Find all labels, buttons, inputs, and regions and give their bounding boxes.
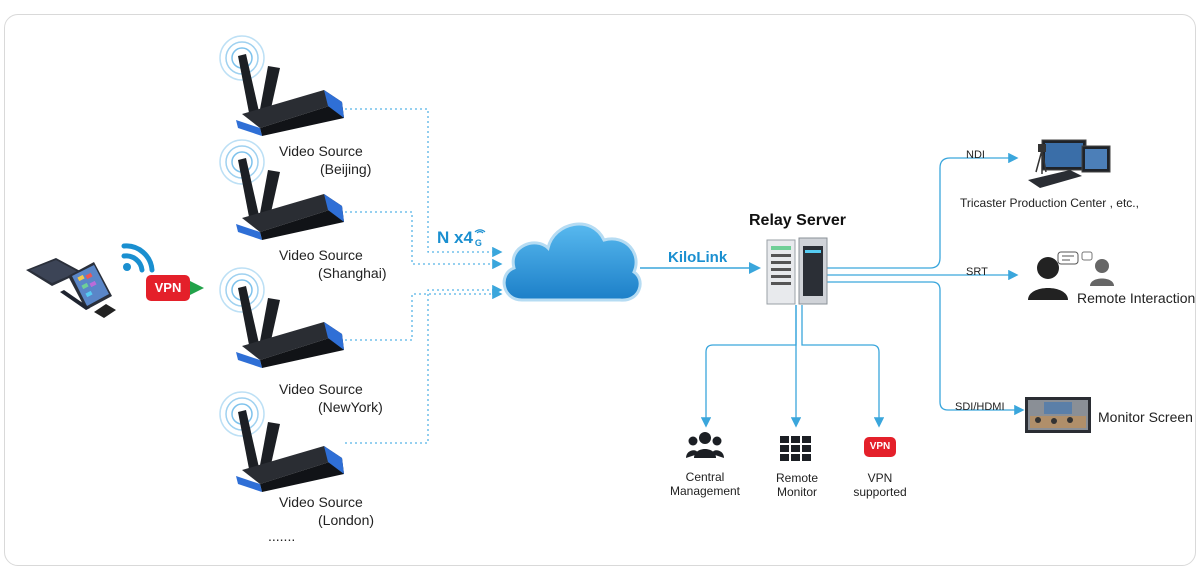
feature-remote-line1: Remote xyxy=(775,471,819,485)
feature-remote-monitor-label: Remote Monitor xyxy=(764,471,830,499)
source-shanghai-name: Video Source xyxy=(279,247,363,263)
feature-central-management-label: Central Management xyxy=(666,470,744,498)
server-rack-icon xyxy=(766,237,828,305)
more-sources-ellipsis: ....... xyxy=(268,528,296,544)
source-beijing-city: (Beijing) xyxy=(320,161,372,177)
output-srt-protocol: SRT xyxy=(966,266,988,278)
output-ndi-target: Tricaster Production Center , etc., xyxy=(960,196,1139,210)
output-ndi-protocol: NDI xyxy=(966,149,985,161)
feature-remote-line2: Monitor xyxy=(776,485,817,499)
group-icon xyxy=(686,432,724,458)
relay-server-title: Relay Server xyxy=(749,212,846,229)
output-sdi-target: Monitor Screen xyxy=(1098,409,1193,425)
encoder-device-icon xyxy=(219,267,344,368)
laptop-vpn-badge: VPN xyxy=(146,275,190,301)
encoder-device-icon xyxy=(219,139,344,240)
tricaster-workstation-icon xyxy=(1028,139,1111,188)
encoder-device-icon xyxy=(219,391,344,492)
vpn-badge-icon: VPN xyxy=(864,437,896,457)
feature-vpn-line2: supported xyxy=(853,485,907,499)
source-shanghai-city: (Shanghai) xyxy=(318,265,387,281)
signal-icon xyxy=(474,229,486,234)
source-beijing-name: Video Source xyxy=(279,143,363,159)
laptop-phone-icon xyxy=(26,258,116,318)
wifi-icon xyxy=(121,243,155,273)
network-label-text: N x4 xyxy=(437,228,473,247)
source-london-name: Video Source xyxy=(279,494,363,510)
output-srt-target: Remote Interaction xyxy=(1077,290,1196,306)
feature-central-line1: Central xyxy=(685,470,725,484)
output-sdi-protocol: SDI/HDMI xyxy=(955,401,1005,413)
feature-vpn-label: VPN supported xyxy=(846,471,914,499)
source-newyork-name: Video Source xyxy=(279,381,363,397)
grid-monitor-icon xyxy=(780,436,811,461)
feature-central-line2: Management xyxy=(669,484,741,498)
kilolink-label: KiloLink xyxy=(668,249,728,266)
network-icon-letter: G xyxy=(474,238,482,248)
monitor-screen-icon xyxy=(1025,397,1091,433)
feature-vpn-line1: VPN xyxy=(867,471,893,485)
cloud-icon xyxy=(502,222,642,302)
source-newyork-city: (NewYork) xyxy=(318,399,383,415)
encoder-device-icon xyxy=(219,35,344,136)
remote-interaction-icon xyxy=(1028,251,1114,300)
source-london-city: (London) xyxy=(318,512,375,528)
network-label: N x4 G xyxy=(437,228,486,248)
